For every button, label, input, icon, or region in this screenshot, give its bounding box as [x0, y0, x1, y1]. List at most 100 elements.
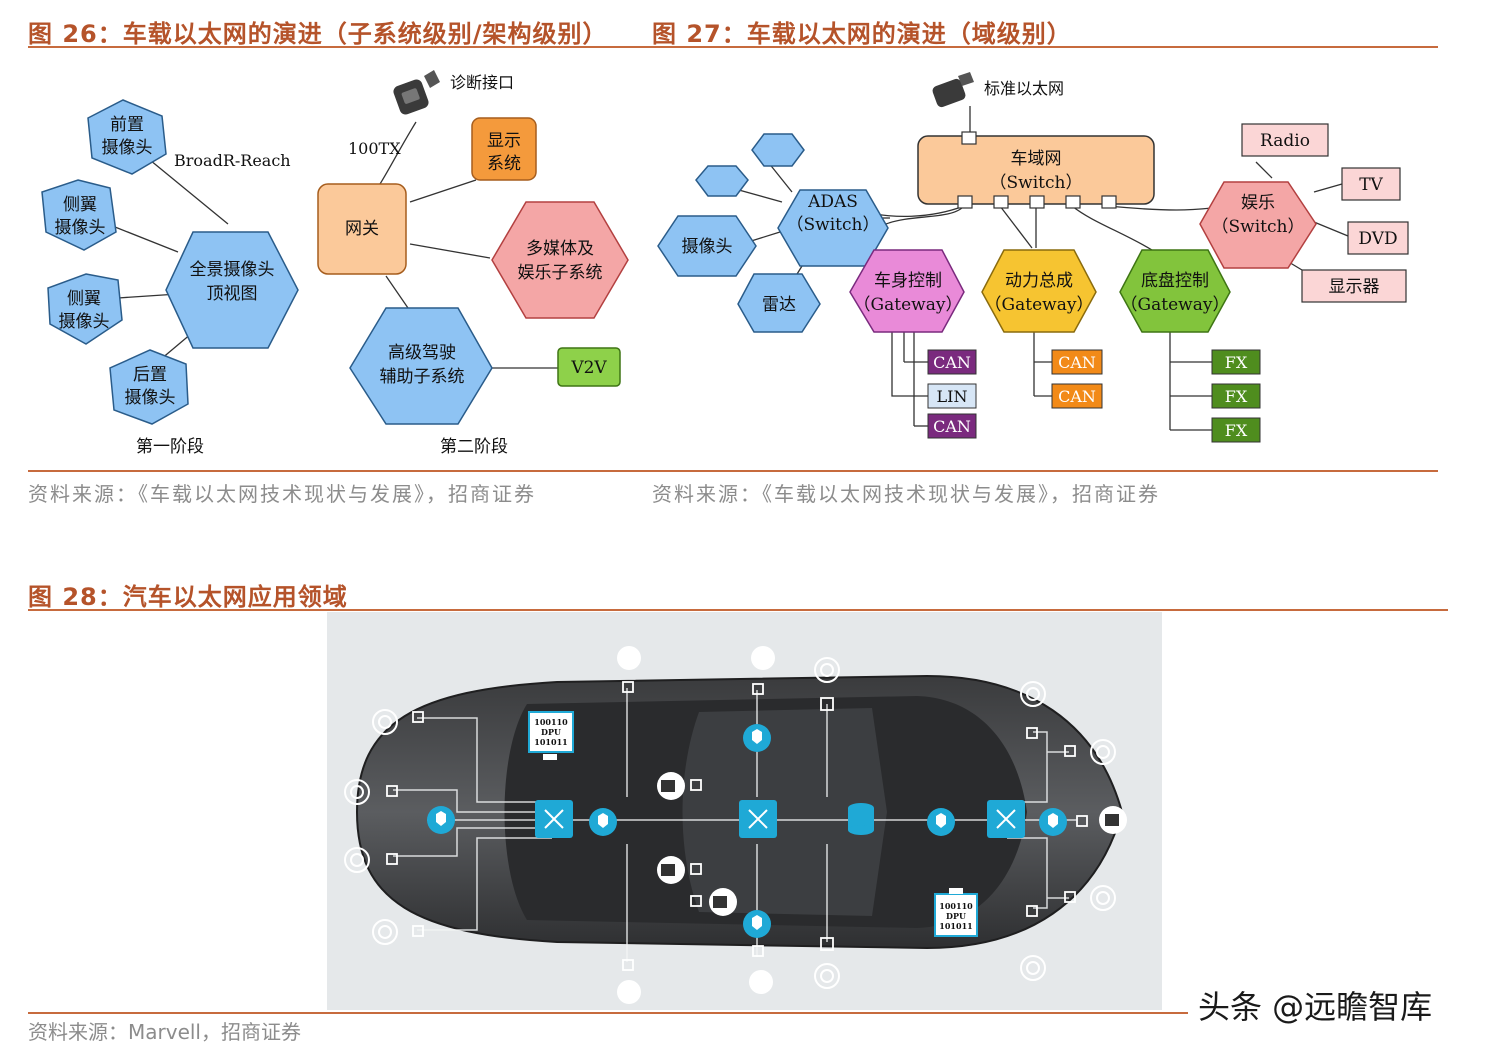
- diag-connector-icon: [393, 70, 440, 115]
- multimedia-node: [491, 201, 629, 319]
- chassis-gateway-node: [1119, 249, 1231, 333]
- adas-sensor-hex-2: [751, 133, 805, 167]
- dpu-bottom-line2: DPU: [946, 911, 966, 921]
- diagram-27: 车域网 （Switch） ADAS （Switch） 摄像头 雷达 车身控制 （…: [657, 72, 1409, 443]
- dpu-bottom-line3: 101011: [939, 921, 972, 931]
- power-line2: （Gateway）: [985, 295, 1094, 315]
- figure-27-title: 图 27：车载以太网的演进（域级别）: [652, 20, 1072, 48]
- display-box: [1301, 269, 1407, 303]
- v2v-node: [557, 347, 621, 387]
- storage-icon: [848, 803, 874, 835]
- broadr-reach-label: BroadR-Reach: [174, 151, 291, 170]
- stage1-label: 第一阶段: [136, 437, 204, 457]
- side-camera1-line1: 侧翼: [63, 195, 97, 215]
- v2v-label: V2V: [570, 358, 607, 378]
- car-roof: [682, 708, 887, 916]
- body-can-2-label: CAN: [933, 417, 971, 436]
- front-camera-node: [87, 99, 167, 175]
- ecu-chip-icons: [386, 681, 1088, 971]
- title-rule-top: [28, 46, 1438, 48]
- domain-switch-node: [917, 135, 1155, 205]
- dpu-top-line3: 101011: [534, 737, 567, 747]
- gateway-node: [317, 183, 407, 275]
- adas-sensor-hex-1: [695, 165, 749, 197]
- surround-view-line2: 顶视图: [207, 284, 258, 304]
- radio-box: [1241, 123, 1329, 157]
- std-ethernet-connector-icon: [932, 72, 974, 108]
- chassis-line2: （Gateway）: [1121, 295, 1230, 315]
- dvd-label: DVD: [1358, 229, 1397, 249]
- chassis-fx-2: [1211, 383, 1261, 409]
- body-can-1-label: CAN: [933, 353, 971, 372]
- display-label: 显示器: [1329, 277, 1380, 297]
- body-line1: 车身控制: [874, 271, 942, 291]
- radar-label: 雷达: [762, 295, 796, 315]
- adas27-line2: （Switch）: [787, 215, 880, 235]
- domain-port-2: [993, 195, 1009, 209]
- dpu-box-top: [528, 711, 574, 760]
- rule-above-sources: [28, 470, 1438, 472]
- radar-node: [737, 273, 821, 333]
- side-camera2-line2: 摄像头: [59, 312, 110, 332]
- display-system-node: [471, 117, 537, 181]
- side-camera-node-1: [41, 179, 117, 251]
- 100tx-label: 100TX: [348, 139, 401, 158]
- domain-port-top: [961, 131, 977, 145]
- power-can-1: [1051, 349, 1103, 375]
- camera-node-27: [657, 215, 757, 277]
- domain-port-1: [957, 195, 973, 209]
- power-can-2: [1051, 383, 1103, 409]
- std-ethernet-label: 标准以太网: [984, 79, 1064, 98]
- diagram-26: 前置 摄像头 侧翼 摄像头 侧翼 摄像头 后置 摄像头 全景摄像头 顶视图 网关…: [41, 70, 629, 457]
- source-28: 资料来源：Marvell，招商证券: [28, 1020, 301, 1044]
- multimedia-line1: 多媒体及: [526, 239, 594, 259]
- dpu-top-line1: 100110: [534, 717, 568, 727]
- power-gateway-node: [981, 249, 1097, 333]
- side-camera-node-2: [47, 273, 123, 345]
- surround-view-node: [165, 231, 299, 349]
- display-line2: 系统: [487, 154, 521, 174]
- rear-camera-node: [109, 349, 189, 425]
- domain-port-4: [1065, 195, 1081, 209]
- domain-line2: （Switch）: [990, 173, 1083, 193]
- side-camera1-line2: 摄像头: [55, 218, 106, 238]
- domain-port-5: [1101, 195, 1117, 209]
- tv-box: [1341, 167, 1401, 201]
- dpu-bottom-line1: 100110: [939, 901, 973, 911]
- dvd-box: [1347, 221, 1409, 255]
- power-can-1-label: CAN: [1058, 353, 1096, 372]
- radar-sensor-icons: [344, 657, 1116, 989]
- ent-line2: （Switch）: [1212, 217, 1305, 237]
- body-gateway-node: [849, 249, 965, 333]
- rule-above-source-28: [28, 1012, 1188, 1014]
- front-camera-line2: 摄像头: [102, 138, 153, 158]
- ent-line1: 娱乐: [1241, 193, 1275, 213]
- figure-26-title: 图 26：车载以太网的演进（子系统级别/架构级别）: [28, 20, 608, 48]
- front-camera-line1: 前置: [110, 115, 144, 135]
- radio-label: Radio: [1260, 131, 1310, 151]
- dpu-box-bottom: [934, 888, 978, 937]
- chassis-fx-1: [1211, 349, 1261, 375]
- chassis-fx-3: [1211, 417, 1261, 443]
- body-line2: （Gateway）: [854, 295, 963, 315]
- adas26-line1: 高级驾驶: [388, 343, 456, 363]
- car-network-illustration: 100110 DPU 101011 100110 DPU 101011: [344, 646, 1127, 1004]
- chassis-fx-3-label: FX: [1225, 421, 1248, 440]
- body-lin: [927, 383, 977, 409]
- camera27-label: 摄像头: [682, 237, 733, 257]
- stage2-label: 第二阶段: [440, 437, 508, 457]
- diag-port-label: 诊断接口: [450, 73, 514, 92]
- title-rule-28: [28, 609, 1448, 611]
- camera-sensor-icons: [617, 646, 1127, 1004]
- display-line1: 显示: [487, 131, 521, 151]
- chassis-fx-1-label: FX: [1225, 353, 1248, 372]
- domain-port-3: [1029, 195, 1045, 209]
- source-27: 资料来源：《车载以太网技术现状与发展》，招商证券: [652, 482, 1160, 506]
- power-can-2-label: CAN: [1058, 387, 1096, 406]
- body-lin-label: LIN: [937, 387, 968, 406]
- tv-label: TV: [1359, 175, 1383, 195]
- figure-28-title: 图 28：汽车以太网应用领域: [28, 583, 348, 611]
- side-camera2-line1: 侧翼: [67, 289, 101, 309]
- body-can-2: [927, 413, 977, 439]
- watermark: 头条 @远瞻智库: [1198, 988, 1433, 1026]
